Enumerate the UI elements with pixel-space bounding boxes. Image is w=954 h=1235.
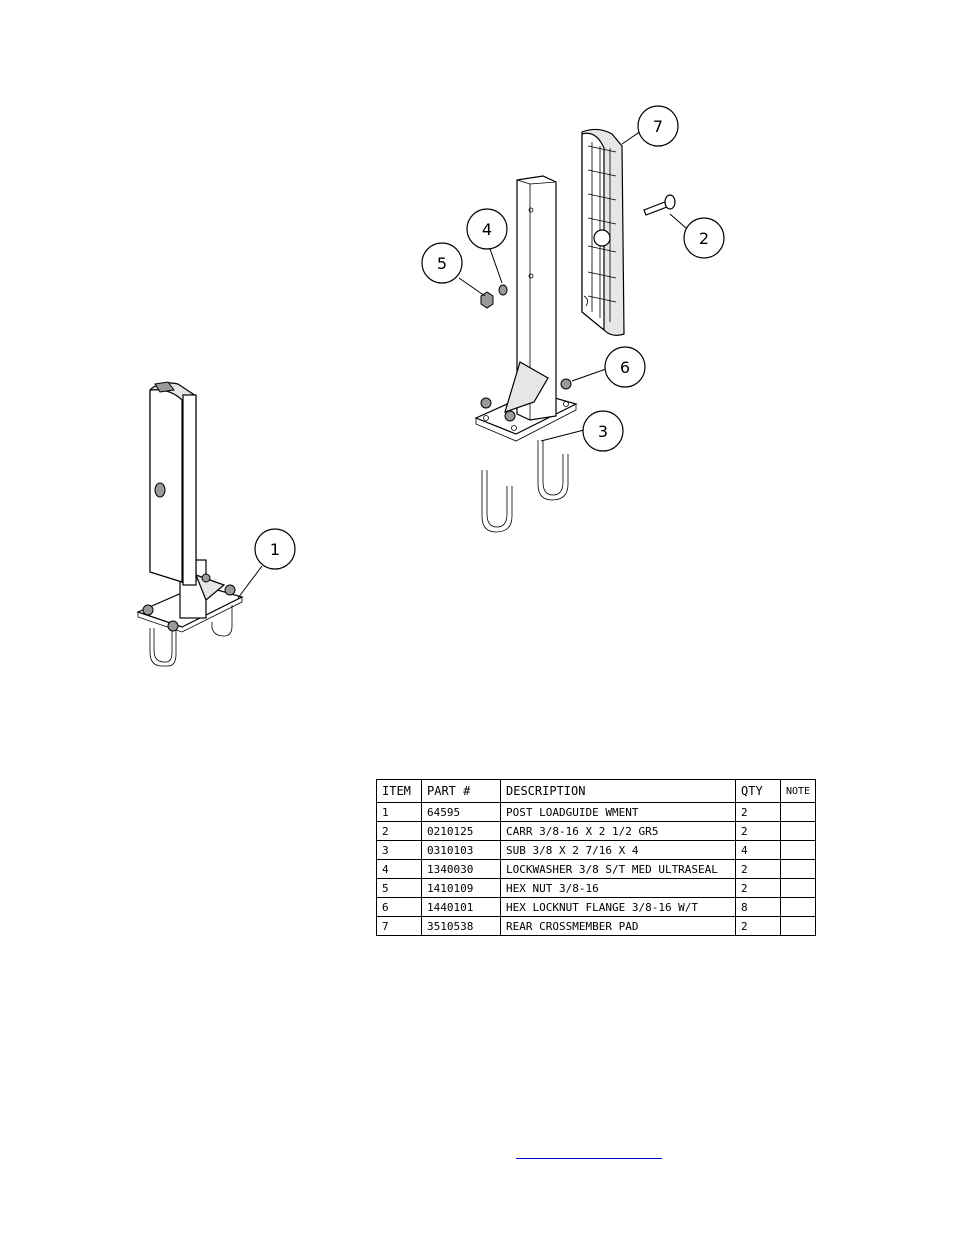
bom-part-number: 1440101 [421, 897, 501, 917]
bom-part-number: 0310103 [421, 840, 501, 860]
callout-1: 1 [254, 528, 296, 570]
bom-item: 5 [376, 878, 422, 898]
bom-description: CARR 3/8-16 X 2 1/2 GR5 [500, 821, 736, 841]
callout-6-label: 6 [620, 358, 630, 377]
table-row: 5 1410109 HEX NUT 3/8-16 2 [376, 878, 817, 898]
bom-description: POST LOADGUIDE WMENT [500, 802, 736, 822]
bom-item: 1 [376, 802, 422, 822]
bom-part-number: 3510538 [421, 916, 501, 936]
bom-header-row: ITEM PART # DESCRIPTION QTY NOTE [376, 779, 817, 803]
table-row: 7 3510538 REAR CROSSMEMBER PAD 2 [376, 916, 817, 936]
callout-7-label: 7 [653, 117, 663, 136]
bom-qty: 2 [735, 802, 781, 822]
bom-header-note: NOTE [779, 779, 817, 803]
callout-3: 3 [582, 410, 624, 452]
bom-item: 2 [376, 821, 422, 841]
bom-description: HEX LOCKNUT FLANGE 3/8-16 W/T [500, 897, 736, 917]
bill-of-materials-table: ITEM PART # DESCRIPTION QTY NOTE 1 64595… [376, 779, 817, 936]
exploded-view [474, 128, 676, 533]
leader-lines [237, 130, 687, 599]
bom-part-number: 0210125 [421, 821, 501, 841]
callout-2: 2 [683, 217, 725, 259]
footer-link[interactable] [516, 1146, 662, 1159]
bom-item: 6 [376, 897, 422, 917]
bom-description: REAR CROSSMEMBER PAD [500, 916, 736, 936]
bom-item: 7 [376, 916, 422, 936]
bom-qty: 4 [735, 840, 781, 860]
bom-note [779, 878, 817, 898]
bom-part-number: 1340030 [421, 859, 501, 879]
callout-3-label: 3 [598, 422, 608, 441]
bom-qty: 8 [735, 897, 781, 917]
table-row: 4 1340030 LOCKWASHER 3/8 S/T MED ULTRASE… [376, 859, 817, 879]
table-row: 1 64595 POST LOADGUIDE WMENT 2 [376, 802, 817, 822]
bom-item: 4 [376, 859, 422, 879]
callout-5: 5 [421, 242, 463, 284]
bom-part-number: 1410109 [421, 878, 501, 898]
callout-6: 6 [604, 346, 646, 388]
bom-note [779, 840, 817, 860]
bom-note [779, 897, 817, 917]
bom-description: SUB 3/8 X 2 7/16 X 4 [500, 840, 736, 860]
callout-2-label: 2 [699, 229, 709, 248]
bom-note [779, 821, 817, 841]
bom-note [779, 802, 817, 822]
table-row: 2 0210125 CARR 3/8-16 X 2 1/2 GR5 2 [376, 821, 817, 841]
bom-qty: 2 [735, 821, 781, 841]
bom-note [779, 859, 817, 879]
bom-description: HEX NUT 3/8-16 [500, 878, 736, 898]
bom-description: LOCKWASHER 3/8 S/T MED ULTRASEAL [500, 859, 736, 879]
bom-header-part: PART # [421, 779, 501, 803]
bom-item: 3 [376, 840, 422, 860]
table-row: 6 1440101 HEX LOCKNUT FLANGE 3/8-16 W/T … [376, 897, 817, 917]
bom-note [779, 916, 817, 936]
bom-qty: 2 [735, 878, 781, 898]
bom-header-qty: QTY [735, 779, 781, 803]
bom-qty: 2 [735, 916, 781, 936]
bom-part-number: 64595 [421, 802, 501, 822]
bom-header-item: ITEM [376, 779, 422, 803]
bom-header-description: DESCRIPTION [500, 779, 736, 803]
assembled-post-view [136, 381, 244, 667]
callout-7: 7 [637, 105, 679, 147]
callout-1-label: 1 [270, 540, 280, 559]
bom-qty: 2 [735, 859, 781, 879]
callout-4-label: 4 [482, 220, 492, 239]
table-row: 3 0310103 SUB 3/8 X 2 7/16 X 4 4 [376, 840, 817, 860]
callout-5-label: 5 [437, 254, 447, 273]
callout-4: 4 [466, 208, 508, 250]
